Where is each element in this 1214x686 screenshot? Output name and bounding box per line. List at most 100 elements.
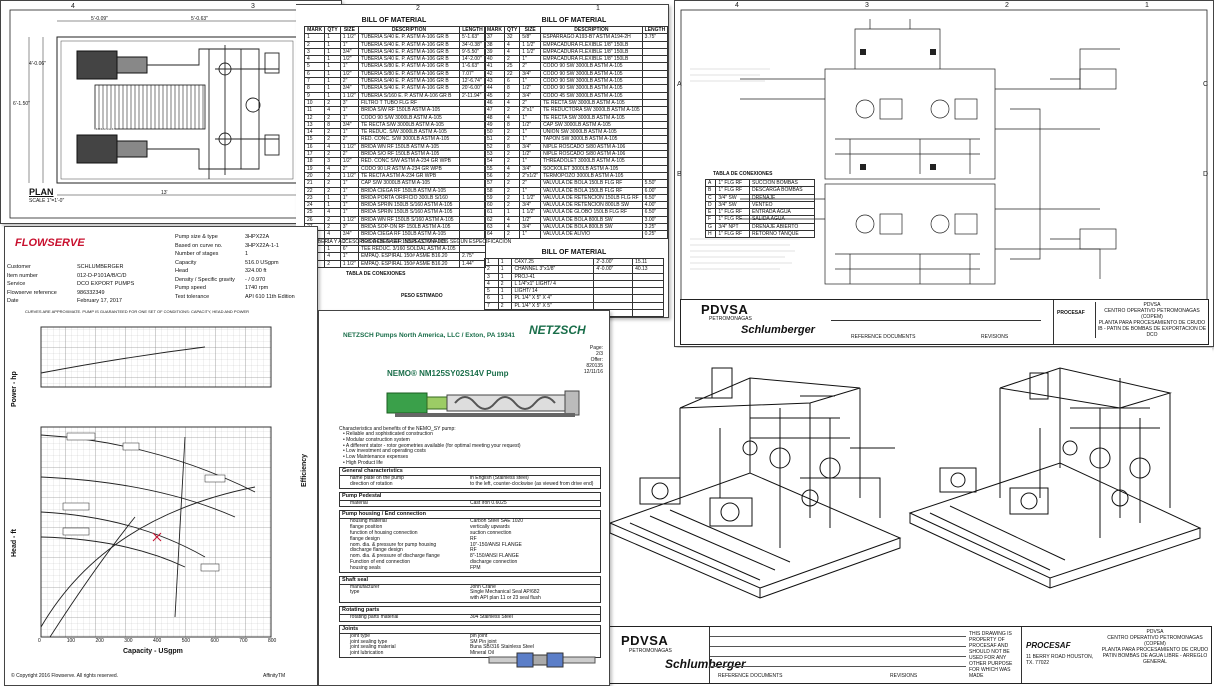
table-cell: 5 [484, 287, 499, 296]
table-cell: 1 [324, 40, 341, 49]
table-cell: 32 [503, 33, 521, 42]
table-cell [459, 244, 486, 254]
x-tick-label: 400 [153, 638, 162, 644]
table-cell: 61 [484, 208, 505, 217]
table-cell: 45 [484, 91, 505, 100]
table-cell: VALVULA DE BOLA 800LB SW [540, 222, 643, 232]
table-cell [459, 186, 486, 195]
frame-number: 4 [71, 3, 75, 10]
revisions-label: REVISIONS [890, 673, 918, 679]
table-cell: BRIDA PORTA ORIFICIO 300LB S/160 [357, 193, 461, 203]
table-cell: BRIDA SPRIN 150LB S/160 ASTM A-105 [357, 208, 461, 217]
title-line: PLANTA PARA PROCESAMIENTO DE CRUDO [1101, 647, 1209, 653]
table-cell: 2'-11.94" [459, 91, 486, 100]
spec-label: material [350, 499, 368, 506]
spec-value: with API plan 11 or 23 seal flush [470, 595, 541, 602]
table-cell: DESCARGA BOMBAS [748, 186, 816, 195]
table-cell: VALVULA DE ALIVIO [540, 230, 643, 239]
frame-number: 1 [1145, 2, 1149, 9]
table-cell [641, 91, 668, 100]
table-cell [641, 77, 668, 86]
spec-label: nom. dia. & pressure for pump housing [350, 541, 437, 548]
table-cell: 2 [503, 179, 521, 188]
x-tick-label: 0 [38, 638, 41, 644]
field-label: Test tolerance [175, 293, 210, 300]
table-cell: 1/2" [519, 215, 542, 225]
table-cell: BRIDA SPRIN 150LB S/160 ASTM A-105 [357, 201, 461, 210]
spec-value: to the left, counter-clockwise (as viewe… [470, 480, 594, 487]
table-cell: 58 [484, 186, 505, 195]
spec-label: joint sealing type [350, 638, 388, 645]
pid-title-block: PDVSA PETROMONAGAS Schlumberger REFERENC… [680, 299, 1209, 345]
table-cell: TE RECTA S/W 3000LB ASTM A-105 [357, 120, 461, 130]
section-title: Rotating parts [340, 607, 600, 615]
table-cell [459, 150, 486, 159]
table-cell: 1 [503, 208, 521, 217]
column-header: LENGTH [641, 25, 668, 35]
table-cell: 22 [303, 186, 326, 195]
table-cell: 47 [484, 106, 505, 115]
table-cell: 3.75" [641, 33, 668, 42]
table-cell: 34'-0.38" [459, 40, 486, 49]
field-label: Flowserve reference [7, 289, 57, 296]
offer-label: Offer: [590, 357, 603, 363]
field-label: Pump size & type [175, 234, 218, 240]
table-cell: 3" [339, 222, 359, 232]
table-cell: 42 [484, 69, 505, 79]
spec-label: joint sealing material [350, 644, 396, 651]
table-cell: TUBERIA S/80 E. P. ASTM A-106 GR B [357, 62, 461, 71]
table-cell [459, 222, 486, 232]
frame-number: 4 [735, 2, 739, 9]
table-cell: 1 [497, 287, 513, 296]
column-header: LENGTH [459, 25, 486, 35]
table-cell: BRIDA WN RF 150LB S/160 ASTM A-105 [357, 215, 461, 225]
title-line: PDVSA [1146, 629, 1164, 635]
table-cell: CODO 45 SW 3000LB ASTM A-105 [540, 91, 643, 100]
table-cell: 2" [339, 164, 359, 173]
table-cell: UNION SW 3000LB ASTM A-105 [540, 128, 643, 137]
title-line: PDVSA [1143, 302, 1161, 308]
table-cell: 3/4" [519, 201, 542, 210]
table-cell: 2 [503, 55, 521, 64]
table-cell: CODO 90 SW 3000LB ASTM A-105 [540, 69, 643, 79]
table-cell: 3/4" [519, 69, 542, 79]
bom-row: 2723"BRIDA SOP-ON RF 150LB ASTM A-105 [303, 222, 486, 232]
table-cell: TUBERIA S/40 E. P. ASTM A-106 GR B [357, 55, 461, 64]
spec-label: function of housing connection [350, 529, 418, 536]
bill-of-material-sheet: 2 1 BILL OF MATERIAL BILL OF MATERIAL MA… [296, 4, 669, 318]
table-cell [641, 171, 668, 181]
table-cell: SUCCION BOMBAS [748, 178, 816, 188]
table-cell: 1" [339, 208, 359, 217]
table-cell: 1" [519, 186, 542, 195]
table-cell [459, 201, 486, 210]
table-cell: BRIDA SOP-ON RF 150LB ASTM A-105 [357, 222, 461, 232]
table-cell: EMPACADURA FLEXIBLE 1/8" 150LB [540, 55, 643, 64]
bom-row: 2843/4"BRIDA CIEGA RF 150LB ASTM A-105 [303, 230, 486, 239]
table-cell: ENTRADA AGUA [748, 208, 816, 217]
benefit-item: • Low Maintenance expenses [343, 454, 603, 461]
table-cell: 49 [484, 120, 505, 130]
table-cell [459, 171, 486, 181]
section-title: Pump Pedestal [340, 493, 600, 501]
table-cell: 3 [303, 47, 326, 57]
x-tick-label: 700 [239, 638, 248, 644]
spec-row: nom. dia. & pressure of discharge flange… [340, 553, 600, 560]
table-cell [459, 164, 486, 173]
table-cell [641, 157, 668, 166]
schlumberger-logo: Schlumberger [665, 657, 746, 671]
benefits-list: • Reliable and sophisticated constructio… [343, 431, 603, 467]
spec-value: 304 Stainless Steel [470, 613, 513, 620]
